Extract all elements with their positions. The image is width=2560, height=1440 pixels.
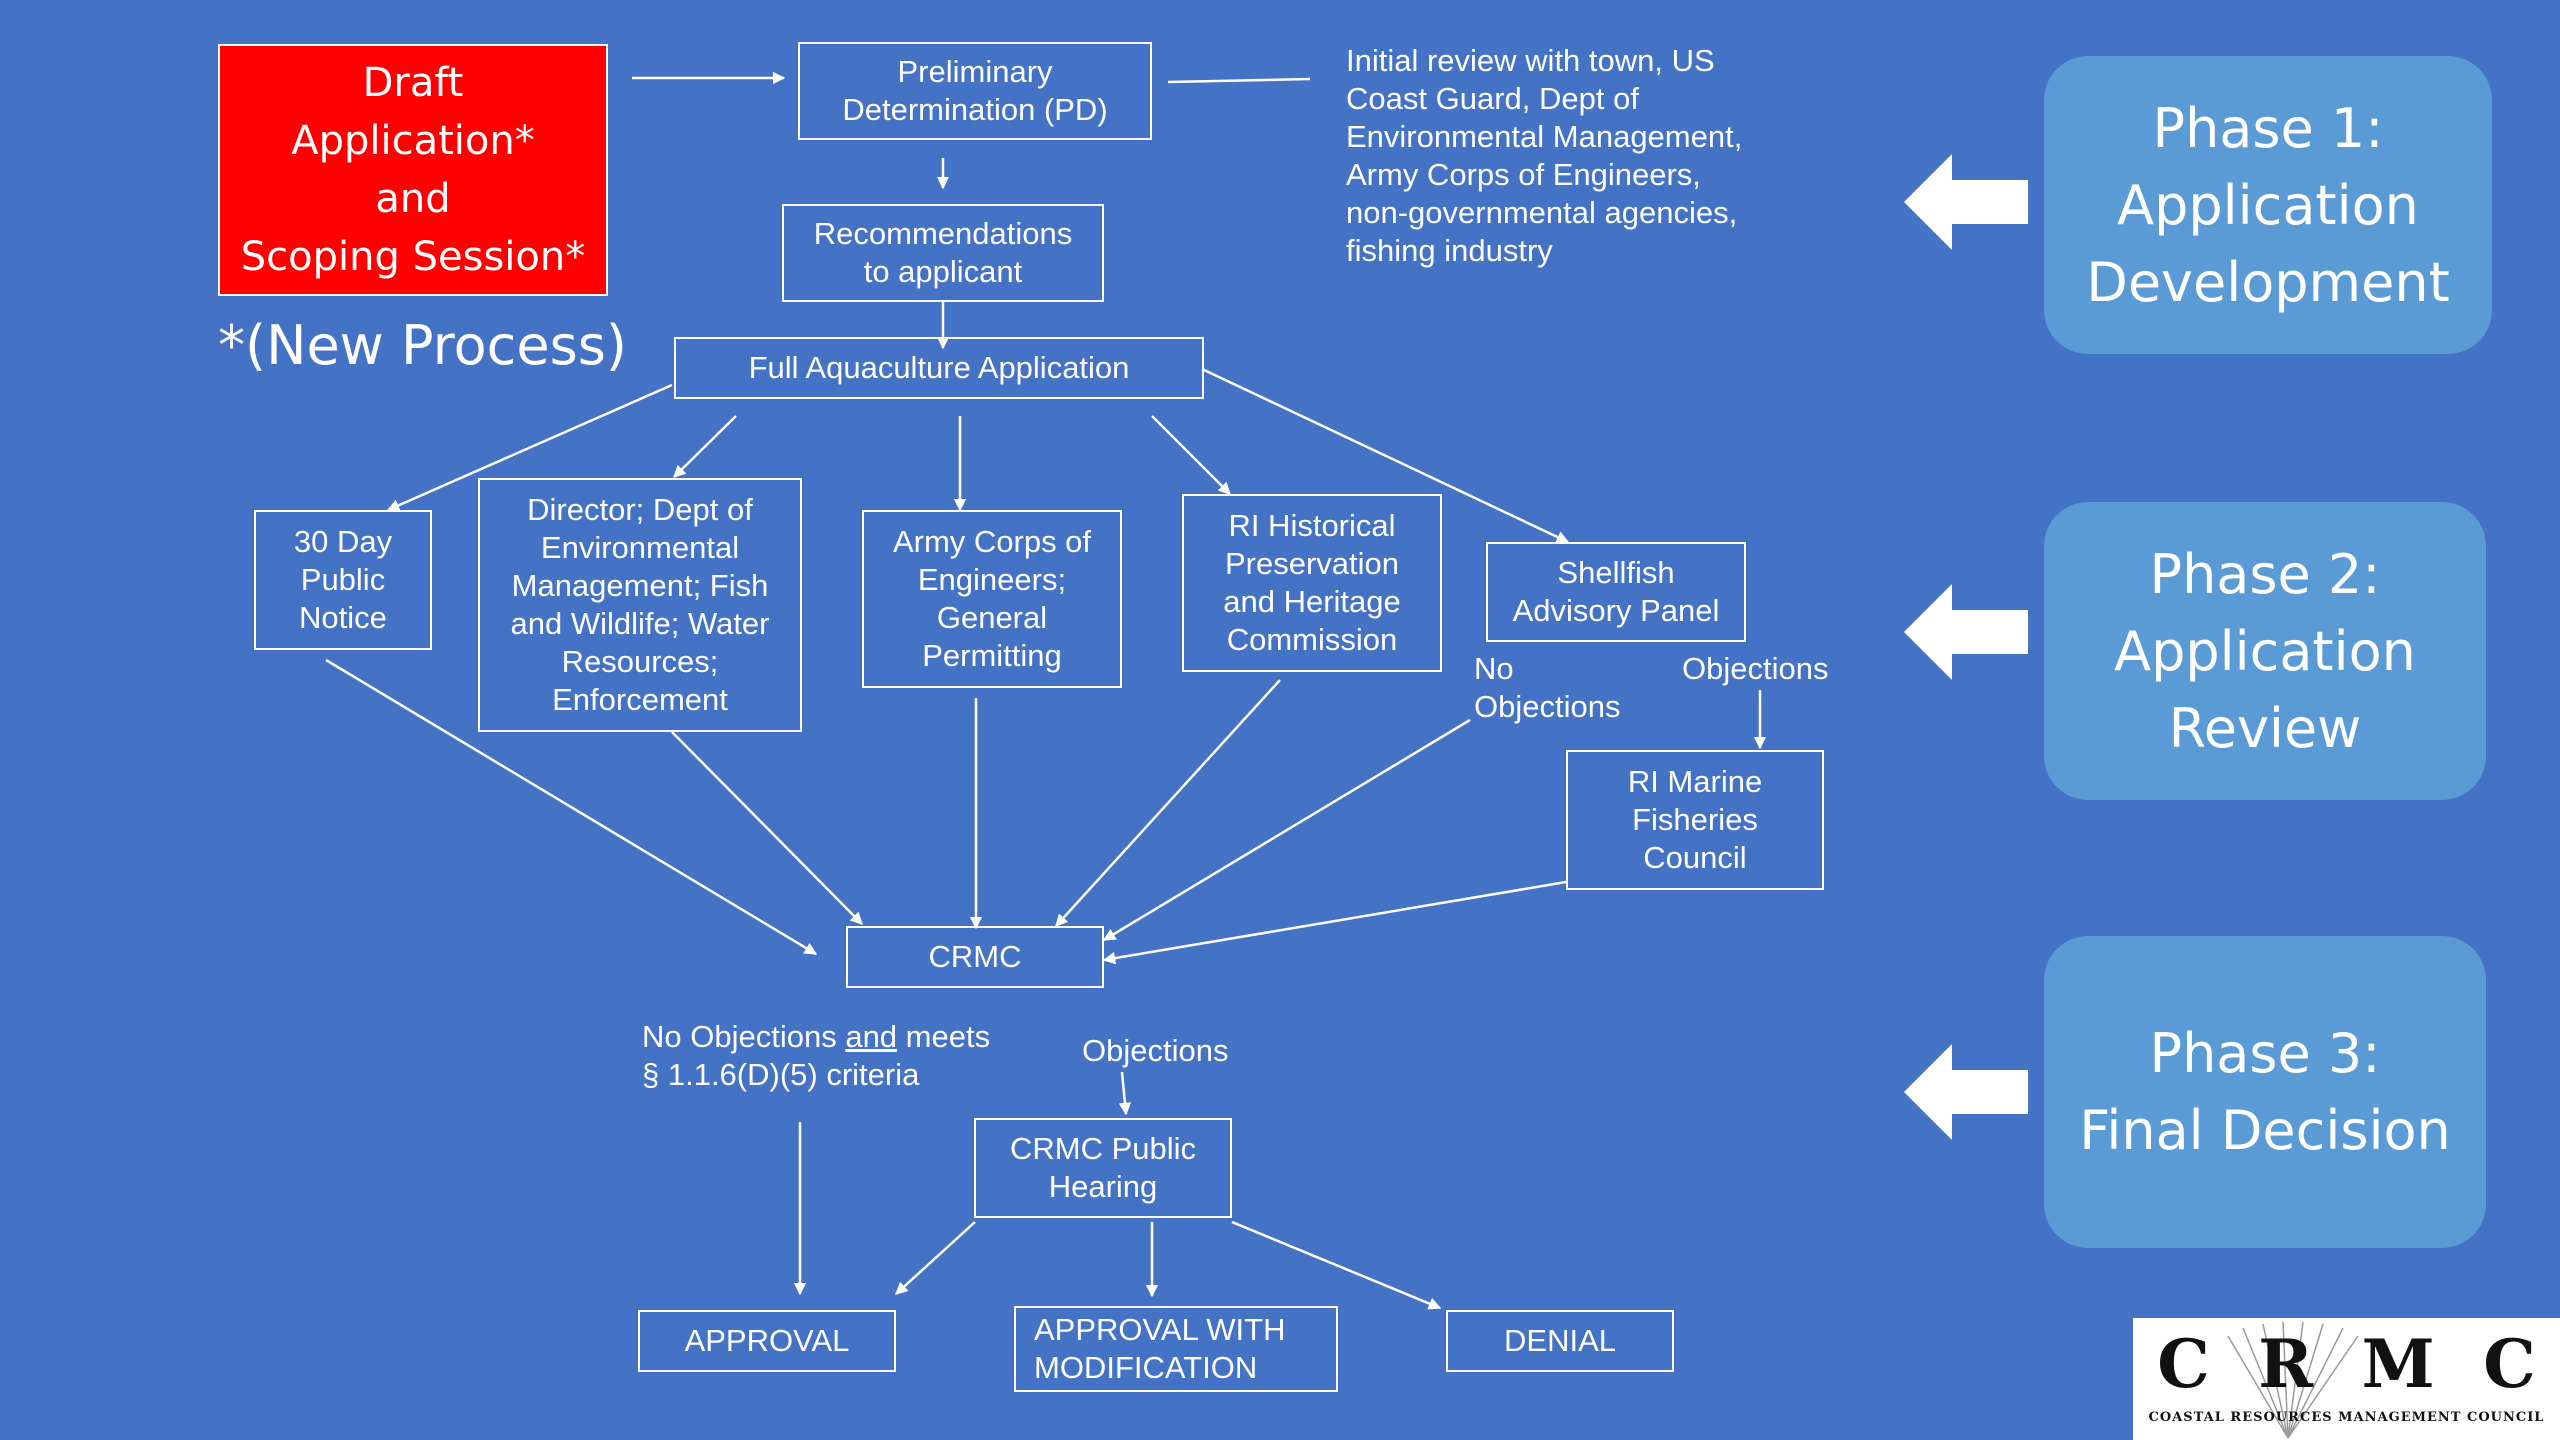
phase-3-box: Phase 3: Final Decision	[2044, 936, 2486, 1248]
new-process-note: *(New Process)	[218, 314, 627, 377]
full-application-box: Full Aquaculture Application	[674, 337, 1204, 399]
and-text: and	[845, 1019, 898, 1054]
public-hearing-box: CRMC Public Hearing	[974, 1118, 1232, 1218]
criteria-label: § 1.1.6(D)(5) criteria	[642, 1057, 920, 1092]
initial-review-note: Initial review with town, US Coast Guard…	[1346, 43, 1743, 268]
phase-2-arrow-icon	[1904, 584, 2028, 680]
logo-letter-c1: C	[2157, 1325, 2210, 1403]
connector-hearing-to-denial	[1231, 1220, 1442, 1310]
connector-dem-to-crmc	[671, 731, 863, 925]
logo-subtitle: COASTAL RESOURCES MANAGEMENT COUNCIL	[2148, 1410, 2545, 1425]
phase-3-arrow-icon	[1904, 1044, 2028, 1140]
logo-letter-r: R	[2258, 1325, 2314, 1403]
public-notice-box: 30 Day Public Notice	[254, 510, 432, 650]
preliminary-determination-box: Preliminary Determination (PD)	[798, 42, 1152, 140]
fisheries-council-box: RI Marine Fisheries Council	[1566, 750, 1824, 890]
logo-letters: C R M C	[2133, 1324, 2560, 1404]
dem-box: Director; Dept of Environmental Manageme…	[478, 478, 802, 732]
denial-box: DENIAL	[1446, 1310, 1674, 1372]
connector-historical-to-crmc	[1055, 679, 1281, 927]
recommendations-box: Recommendations to applicant	[782, 204, 1104, 302]
connector-fisheries-to-crmc	[1102, 880, 1567, 965]
logo-burst-icon	[2227, 1321, 2359, 1439]
approval-box: APPROVAL	[638, 1310, 896, 1372]
army-corps-box: Army Corps of Engineers; General Permitt…	[862, 510, 1122, 688]
shellfish-panel-box: Shellfish Advisory Panel	[1486, 542, 1746, 642]
phase-1-box: Phase 1: Application Development	[2044, 56, 2492, 354]
connector-full-app-to-dem	[673, 415, 737, 478]
crmc-objections-label: Objections	[1082, 1033, 1229, 1068]
phase-1-arrow-icon	[1904, 154, 2028, 250]
meets-text: meets	[897, 1019, 991, 1054]
connector-pd-to-initial-review	[1167, 77, 1311, 84]
crmc-logo: C R M C COASTAL RESOURCES MANAGEMENT COU…	[2133, 1318, 2560, 1440]
connector-public-notice-to-crmc	[325, 658, 818, 956]
no-objections-text: No Objections	[642, 1019, 846, 1054]
logo-letter-m: M	[2361, 1325, 2435, 1403]
connector-full-app-to-historical	[1151, 415, 1231, 495]
connector-full-app-to-shellfish	[1201, 367, 1570, 544]
connector-objections-to-hearing	[1118, 1071, 1132, 1116]
connector-full-app-to-public-notice	[386, 383, 673, 512]
crmc-box: CRMC	[846, 926, 1104, 988]
objections-label: Objections	[1682, 651, 1829, 686]
draft-application-box: Draft Application* and Scoping Session*	[218, 44, 608, 296]
phase-2-box: Phase 2: Application Review	[2044, 502, 2486, 800]
crmc-no-objections-label: No Objections and meets	[642, 1018, 990, 1056]
no-objections-label: No Objections	[1474, 651, 1621, 724]
approval-with-modification-box: APPROVAL WITH MODIFICATION	[1014, 1306, 1338, 1392]
logo-letter-c2: C	[2483, 1325, 2536, 1403]
connector-shellfish-no-objections-to-crmc	[1102, 718, 1471, 942]
connector-hearing-to-approval	[895, 1221, 976, 1295]
historical-commission-box: RI Historical Preservation and Heritage …	[1182, 494, 1442, 672]
